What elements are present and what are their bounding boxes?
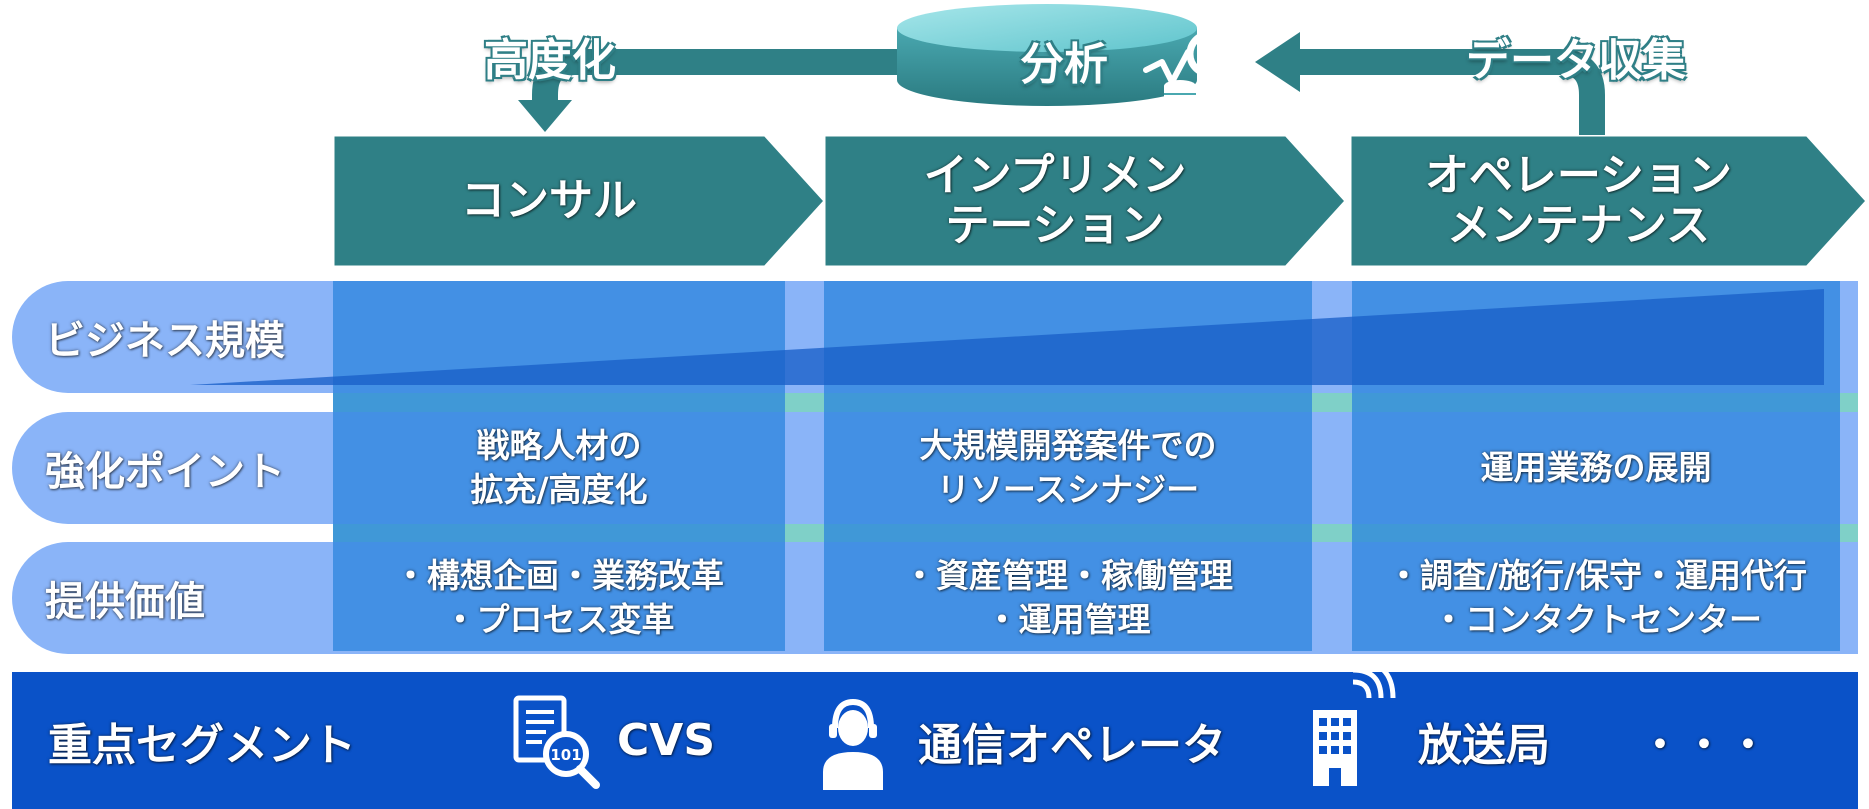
phase-label-line: インプリメン [923, 150, 1187, 201]
flow-label-analysis: 分析 [1020, 39, 1108, 90]
segment-label-telecom-operator: 通信オペレータ [918, 719, 1226, 771]
focus-cell-implementation: 大規模開発案件での リソースシナジー [824, 412, 1312, 524]
segment-more-ellipsis: ・・・ [1640, 721, 1772, 768]
focus-cell-operation: 運用業務の展開 [1352, 412, 1840, 524]
phase-label-line: コンサル [461, 175, 637, 226]
row-title-focus-points: 強化ポイント [45, 449, 285, 495]
cell-line: ・コンタクトセンター [1432, 600, 1762, 639]
phase-label-line: メンテナンス [1446, 200, 1711, 251]
cell-line: ・調査/施行/保守・運用代行 [1386, 556, 1808, 595]
segment-bar [12, 672, 1858, 809]
cell-line: ・プロセス変革 [443, 600, 675, 639]
cell-line: 運用業務の展開 [1480, 448, 1712, 487]
value-cell-implementation: ・資産管理・稼働管理 ・運用管理 [824, 542, 1312, 654]
phase-consulting: コンサル [333, 135, 825, 267]
row-title-business-scale: ビジネス規模 [45, 318, 285, 364]
phase-operation-maintenance: オペレーション メンテナンス [1350, 135, 1867, 267]
broadcast-building-icon [1313, 660, 1396, 786]
cell-line: リソースシナジー [936, 470, 1200, 509]
cell-line: 大規模開発案件での [919, 426, 1217, 465]
document-search-icon: 101 [513, 695, 600, 789]
row-title-value: 提供価値 [45, 579, 205, 625]
phase-label-line: テーション [945, 200, 1165, 251]
flow-label-data-collection: データ収集 [1466, 35, 1686, 86]
value-cell-consulting: ・構想企画・業務改革 ・プロセス変革 [333, 542, 785, 654]
cell-line: 拡充/高度化 [470, 470, 648, 509]
feedback-loop-arrows [518, 4, 1605, 135]
flow-label-advance: 高度化 [484, 35, 616, 86]
cell-line: ・資産管理・稼働管理 [903, 556, 1233, 595]
phase-label-line: オペレーション [1424, 150, 1733, 201]
cell-line: ・構想企画・業務改革 [394, 556, 724, 595]
segment-label-broadcaster: 放送局 [1418, 719, 1550, 771]
cell-line: ・運用管理 [985, 600, 1151, 639]
svg-text:101: 101 [550, 746, 581, 764]
segment-label-cvs: CVS [617, 715, 716, 766]
segment-title: 重点セグメント [48, 719, 356, 771]
analysis-chart-search-icon [1143, 30, 1244, 110]
phase-implementation: インプリメン テーション [824, 135, 1346, 267]
operator-headset-icon [823, 698, 883, 790]
focus-cell-consulting: 戦略人材の 拡充/高度化 [333, 412, 785, 524]
value-cell-operation: ・調査/施行/保守・運用代行 ・コンタクトセンター [1352, 542, 1842, 654]
column-consulting [333, 281, 785, 651]
cell-line: 戦略人材の [476, 426, 642, 465]
